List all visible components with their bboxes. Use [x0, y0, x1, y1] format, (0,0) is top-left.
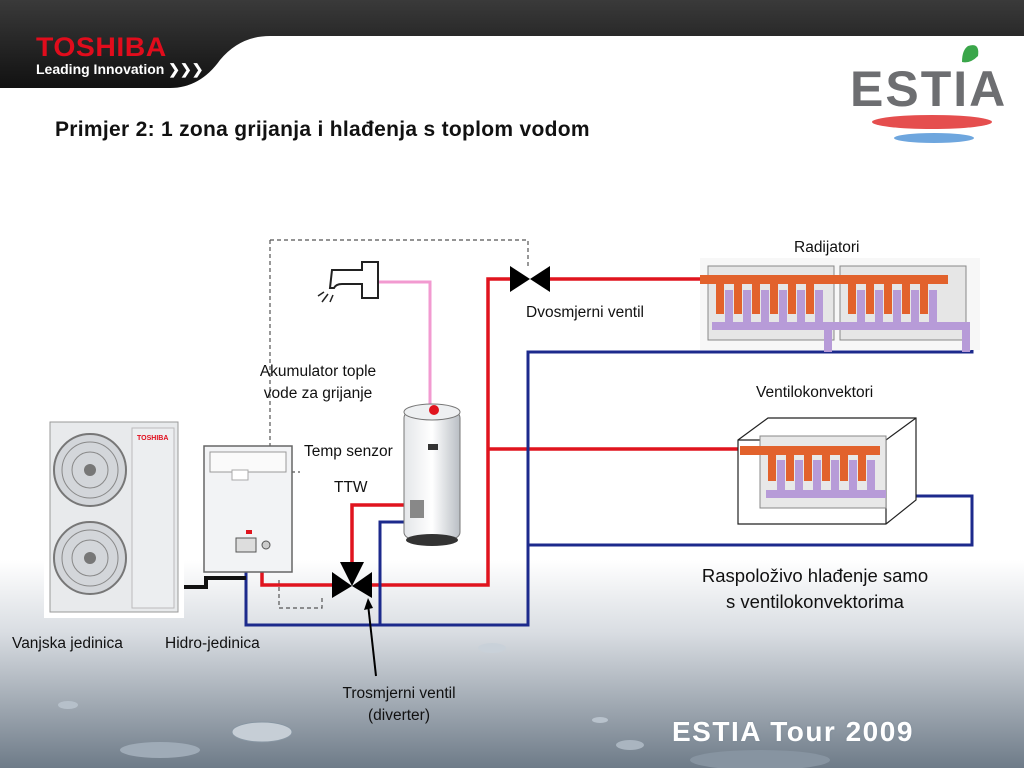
label-accumulator: Akumulator tople vode za grijanje	[259, 363, 377, 402]
label-two-way-valve: Dvosmjerni ventil	[526, 304, 645, 321]
outdoor-unit: TOSHIBA	[44, 418, 184, 618]
hydro-unit	[203, 445, 293, 573]
refrigerant-line	[183, 576, 246, 589]
label-outdoor-unit: Vanjska jedinica	[12, 635, 123, 652]
hot-water-pipe	[376, 280, 432, 410]
outdoor-unit-brand: TOSHIBA	[137, 435, 168, 442]
page-title: Primjer 2: 1 zona grijanja i hlađenja s …	[55, 118, 590, 141]
label-ttw: TTW	[334, 479, 368, 496]
label-radiators: Radijatori	[794, 239, 860, 256]
estia-logo: ESTIA	[850, 61, 1008, 117]
tagline: Leading Innovation ❯❯❯	[36, 61, 204, 77]
cooling-note: Raspoloživo hlađenje samo s ventilokonve…	[701, 565, 929, 612]
estia-logo-graphic	[872, 45, 992, 143]
header-bar	[0, 0, 1024, 88]
flow-pipes	[260, 277, 740, 587]
faucet-icon	[317, 261, 379, 303]
label-three-way-valve: Trosmjerni ventil (diverter)	[342, 685, 456, 724]
label-temp-sensor: Temp senzor	[304, 443, 393, 460]
fan-coil-unit	[737, 417, 917, 525]
water-tank	[403, 403, 461, 546]
leaf-icon	[962, 45, 979, 63]
pointer-arrow	[367, 603, 377, 677]
label-hydro-unit: Hidro-jedinica	[165, 635, 260, 652]
chevrons-icon: ❯❯❯	[168, 61, 204, 77]
label-fan-coils: Ventilokonvektori	[756, 384, 874, 401]
three-way-valve-icon	[332, 562, 372, 598]
radiator-panel	[700, 258, 980, 352]
toshiba-logo: TOSHIBA	[36, 32, 167, 62]
two-way-valve-icon	[510, 266, 550, 292]
event-footer: ESTIA Tour 2009	[672, 716, 914, 747]
